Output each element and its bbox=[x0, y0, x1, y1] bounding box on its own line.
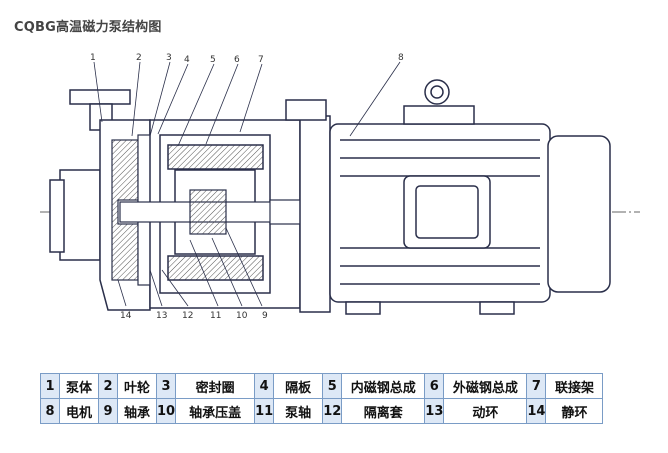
callout-2: 2 bbox=[136, 53, 142, 63]
legend-num: 13 bbox=[424, 398, 445, 424]
legend-num: 4 bbox=[254, 373, 275, 399]
callout-11: 11 bbox=[210, 311, 221, 321]
callout-1: 1 bbox=[90, 53, 96, 63]
leader-lines bbox=[93, 61, 401, 307]
legend-num: 10 bbox=[155, 398, 177, 424]
legend-num: 3 bbox=[155, 373, 177, 399]
coupling-frame bbox=[285, 99, 331, 313]
legend-num: 7 bbox=[526, 373, 547, 399]
legend-label: 内磁钢总成 bbox=[341, 373, 426, 399]
legend-label: 叶轮 bbox=[117, 373, 157, 399]
pump-shaft bbox=[119, 189, 321, 235]
legend-label: 泵轴 bbox=[273, 398, 324, 424]
legend-label: 外磁钢总成 bbox=[443, 373, 528, 399]
legend-num: 5 bbox=[322, 373, 343, 399]
legend-num: 12 bbox=[322, 398, 343, 424]
legend-num: 1 bbox=[40, 373, 60, 399]
callout-8: 8 bbox=[398, 53, 404, 63]
callout-12: 12 bbox=[182, 311, 193, 321]
pump-diagram: 1 2 3 4 5 6 7 8 9 10 11 12 13 14 bbox=[40, 53, 640, 321]
callout-7: 7 bbox=[258, 55, 264, 65]
legend-label: 轴承 bbox=[117, 398, 157, 424]
legend-num: 14 bbox=[526, 398, 547, 424]
legend-label: 轴承压盖 bbox=[175, 398, 256, 424]
callout-10: 10 bbox=[236, 311, 248, 321]
legend-label: 泵体 bbox=[59, 373, 99, 399]
callout-4: 4 bbox=[184, 55, 190, 65]
motor bbox=[329, 79, 611, 315]
legend-label: 密封圈 bbox=[175, 373, 256, 399]
legend-label: 静环 bbox=[545, 398, 604, 424]
callout-13: 13 bbox=[156, 311, 167, 321]
callout-14: 14 bbox=[120, 311, 132, 321]
parts-legend: 1 泵体 2 叶轮 3 密封圈 4 隔板 5 内磁钢总成 6 外磁钢总成 7 联… bbox=[40, 373, 604, 424]
callout-3: 3 bbox=[166, 53, 172, 63]
legend-label: 动环 bbox=[443, 398, 528, 424]
legend-row: 8 电机 9 轴承 10 轴承压盖 11 泵轴 12 隔离套 13 动环 14 … bbox=[40, 398, 604, 424]
callout-6: 6 bbox=[234, 55, 240, 65]
callout-5: 5 bbox=[210, 55, 216, 65]
legend-label: 联接架 bbox=[545, 373, 604, 399]
legend-row: 1 泵体 2 叶轮 3 密封圈 4 隔板 5 内磁钢总成 6 外磁钢总成 7 联… bbox=[40, 373, 604, 399]
legend-num: 11 bbox=[254, 398, 275, 424]
legend-num: 9 bbox=[98, 398, 118, 424]
legend-num: 8 bbox=[40, 398, 60, 424]
legend-num: 6 bbox=[424, 373, 445, 399]
legend-label: 电机 bbox=[59, 398, 99, 424]
callout-9: 9 bbox=[262, 311, 268, 321]
legend-label: 隔离套 bbox=[341, 398, 426, 424]
legend-label: 隔板 bbox=[273, 373, 324, 399]
legend-num: 2 bbox=[98, 373, 118, 399]
page-title: CQBG高温磁力泵结构图 bbox=[14, 20, 162, 35]
